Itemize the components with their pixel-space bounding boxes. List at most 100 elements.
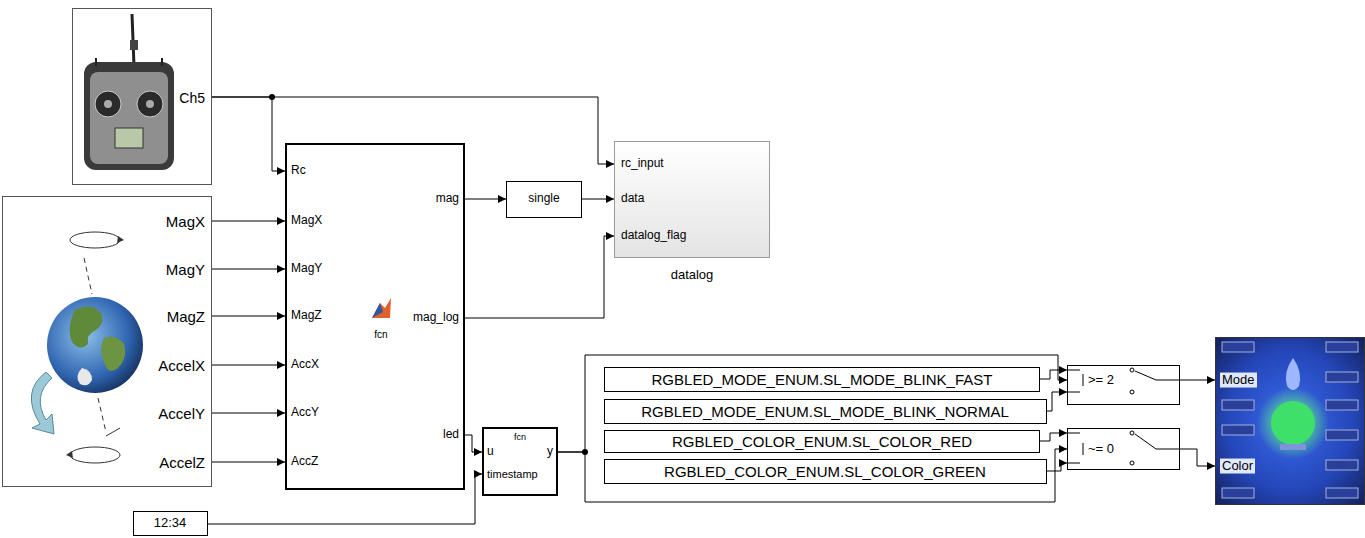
switch-contact [1130,431,1134,435]
signal-line [212,316,285,317]
constant-block: RGBLED_MODE_ENUM.SL_MODE_BLINK_NORMAL [604,399,1047,424]
antenna-base [130,40,138,50]
earth-sensor [31,232,143,463]
signal-line [1040,370,1067,379]
switch-output [1156,449,1180,450]
pad [1326,372,1358,382]
land-mass [70,306,103,347]
rotation-arrow-head [66,451,73,458]
constant-value: RGBLED_COLOR_ENUM.SL_COLOR_GREEN [664,463,986,480]
constant-value: RGBLED_MODE_ENUM.SL_MODE_BLINK_NORMAL [641,403,1009,420]
toggle-switch [95,58,97,66]
switch-symbol [1067,368,1180,465]
signal-line [465,199,506,200]
port-label: MagY [166,261,205,278]
pad [1326,430,1358,440]
switch-criteria: ~= 0 [1088,442,1114,457]
pad [1222,400,1254,410]
right-stick [137,91,163,117]
switch-stub [1067,433,1080,434]
port-label: MagY [291,262,322,276]
constant-value: RGBLED_MODE_ENUM.SL_MODE_BLINK_FAST [652,371,993,388]
pad [1326,342,1358,352]
port-label: MagX [166,213,205,230]
port-label: u [487,445,494,459]
constant-block: RGBLED_COLOR_ENUM.SL_COLOR_GREEN [604,459,1047,484]
signal-line [212,221,285,222]
port-label: led [443,428,459,442]
matlab-shade [372,303,383,318]
led-board [1215,337,1365,505]
earth-axis [84,258,92,294]
port-label: MagZ [291,309,322,323]
signal-line [212,97,614,164]
port-label: data [621,192,644,206]
signal-line [1047,463,1067,471]
port-label: AccX [291,358,319,372]
signal-line [1180,449,1215,466]
port-label: datalog_flag [621,229,686,243]
rotation-arrow-head [117,236,124,243]
signal-line [212,365,285,366]
angle-mark [106,428,120,436]
conversion-block: single [506,181,582,218]
signal-line [212,462,285,463]
port-label: Color [1220,459,1255,474]
rc-transmitter [84,14,174,170]
port-label: rc_input [621,157,664,171]
matlab-function-block: utimestampyfcn [482,427,558,496]
port-label: Mode [1220,373,1257,388]
port-label: mag [436,192,459,206]
port-label: mag_log [413,311,459,325]
transmitter-body [84,62,174,170]
port-label: timestamp [487,468,538,481]
left-stick [95,91,121,117]
switch-stub [1067,463,1080,464]
switch-arm [1135,434,1156,449]
signal-line [1047,392,1067,411]
control-tick [1083,443,1084,455]
signal-line [212,97,285,171]
clock-value: 12:34 [154,516,187,531]
led-glow [1257,387,1329,459]
arrow-mark [1286,358,1300,390]
switch-contact [1130,461,1134,465]
constant-block: RGBLED_COLOR_ENUM.SL_COLOR_RED [604,430,1040,453]
branch-points [269,94,588,455]
pad [1326,460,1358,470]
signal-line [208,474,482,524]
signal-line [212,413,285,414]
toggle-switch [161,58,163,66]
led-light [1271,401,1315,445]
port-label: AccY [291,406,319,420]
constant-value: RGBLED_COLOR_ENUM.SL_COLOR_RED [672,433,972,450]
switch-contact [1130,390,1134,394]
signal-line [1180,380,1215,381]
switch-contact [1130,368,1134,372]
switch-stub [1067,392,1080,393]
switch-criteria: >= 2 [1088,373,1114,388]
pad [1222,488,1254,498]
matlab-icon [372,298,391,318]
switch-stub [1067,370,1080,371]
port-label: AccelX [158,357,205,374]
port-label: MagX [291,214,322,228]
signal-line [558,355,1067,452]
cloud [77,368,92,385]
constant-block: RGBLED_MODE_ENUM.SL_MODE_BLINK_FAST [604,367,1040,392]
signal-line [558,449,1067,502]
port-label: AccelY [158,405,205,422]
port-label: MagZ [167,308,205,325]
control-tick [1083,374,1084,386]
switch-arm [1135,371,1156,380]
earth-axis [98,398,106,432]
rc-input-block: Ch5 [72,8,212,185]
rotation-arrow [70,447,120,463]
rgb-led-board [1215,337,1365,505]
signal-line [465,435,482,452]
signal-line [212,269,285,270]
tilt-arrow [31,372,54,434]
port-label: y [547,445,553,459]
clock-block: 12:34 [133,511,208,536]
